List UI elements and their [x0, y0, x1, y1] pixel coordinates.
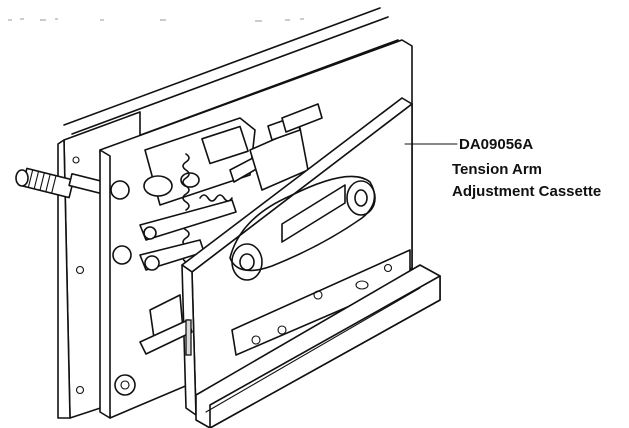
- part-number-label: DA09056A: [459, 136, 534, 153]
- tension-arm-mechanism: [139, 103, 323, 271]
- scan-marks: [8, 18, 304, 22]
- latch-bracket: [139, 294, 193, 356]
- callout-description-line2: Adjustment Cassette: [452, 183, 602, 200]
- callout-description-line1: Tension Arm: [452, 161, 543, 178]
- adjustment-cassette: [181, 97, 413, 416]
- threaded-shaft: [15, 167, 108, 199]
- cassette-tray: [195, 264, 441, 428]
